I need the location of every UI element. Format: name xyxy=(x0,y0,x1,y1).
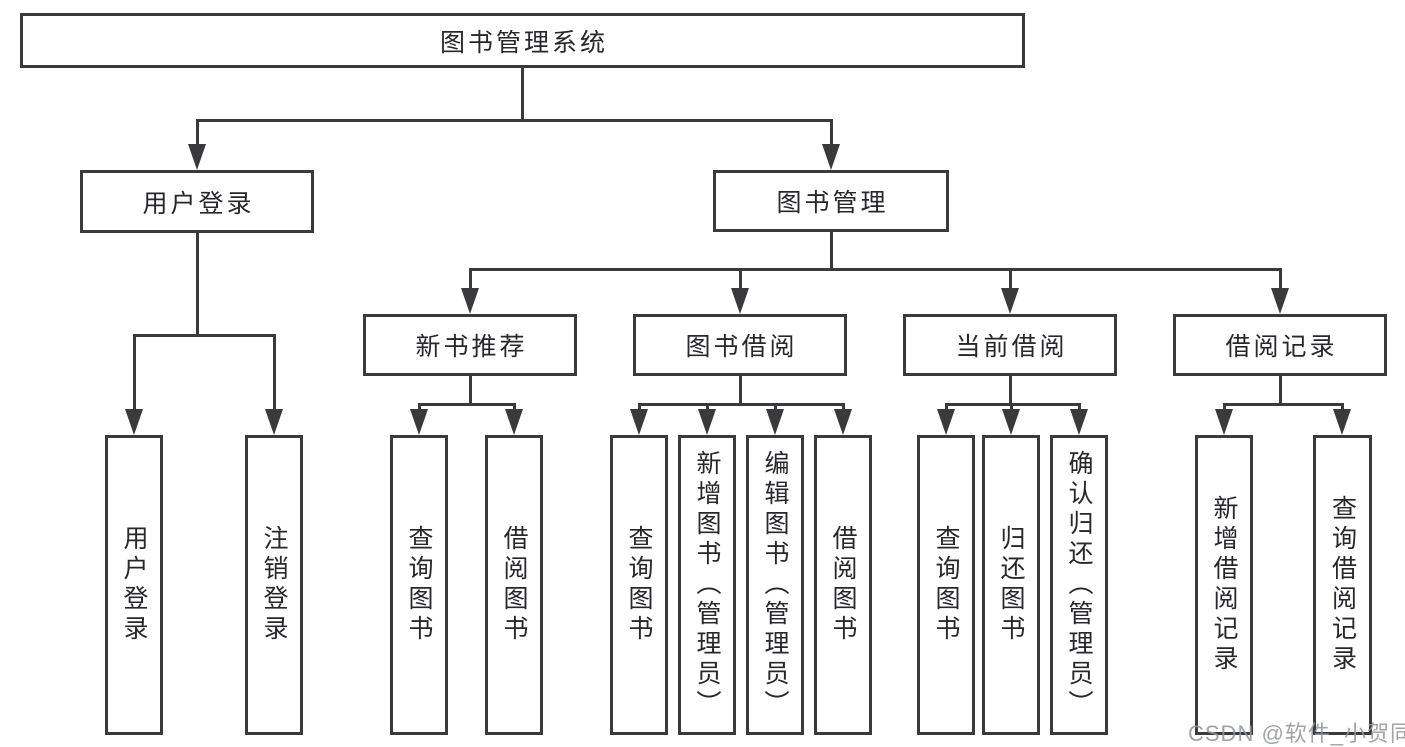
connector-line xyxy=(196,119,833,122)
arrow-down-icon xyxy=(505,409,523,435)
node-new-book-recommend: 新书推荐 xyxy=(363,314,577,376)
connector-line xyxy=(418,403,516,406)
leaf-borrow-books-1: 借阅图书 xyxy=(485,435,543,735)
connector-line xyxy=(1223,403,1344,406)
arrow-down-icon xyxy=(188,144,206,170)
connector-line xyxy=(513,403,516,412)
node-current-borrowing: 当前借阅 xyxy=(903,314,1117,376)
connector-line xyxy=(1223,403,1226,412)
node-user-login-branch: 用户登录 xyxy=(80,170,314,233)
arrow-down-icon xyxy=(1070,409,1088,435)
connector-line xyxy=(945,403,948,412)
arrow-down-icon xyxy=(1271,288,1289,314)
leaf-query-borrow-record: 查询借阅记录 xyxy=(1313,435,1372,735)
leaf-edit-book-admin: 编辑图书（管理员） xyxy=(746,435,804,735)
leaf-confirm-return-admin: 确认归还（管理员） xyxy=(1050,435,1108,735)
connector-line xyxy=(133,334,276,337)
connector-line xyxy=(1010,403,1013,412)
leaf-borrow-books-2: 借阅图书 xyxy=(814,435,872,735)
connector-line xyxy=(1279,374,1282,405)
arrow-down-icon xyxy=(630,409,648,435)
arrow-down-icon xyxy=(1002,409,1020,435)
leaf-query-books-2: 查询图书 xyxy=(610,435,668,735)
arrow-down-icon xyxy=(125,409,143,435)
arrow-down-icon xyxy=(265,409,283,435)
connector-line xyxy=(469,374,472,405)
connector-line xyxy=(842,403,845,412)
leaf-user-login: 用户登录 xyxy=(105,435,163,735)
arrow-down-icon xyxy=(1333,409,1351,435)
arrow-down-icon xyxy=(1215,409,1233,435)
connector-line xyxy=(1341,403,1344,412)
connector-line xyxy=(1078,403,1081,412)
arrow-down-icon xyxy=(937,409,955,435)
arrow-down-icon xyxy=(766,409,784,435)
node-book-management: 图书管理 xyxy=(713,170,949,232)
arrow-down-icon xyxy=(410,409,428,435)
node-book-borrowing: 图书借阅 xyxy=(633,314,847,376)
leaf-logout: 注销登录 xyxy=(245,435,303,735)
connector-line xyxy=(774,403,777,412)
connector-line xyxy=(638,403,641,412)
connector-line xyxy=(830,119,833,147)
arrow-down-icon xyxy=(1001,288,1019,314)
connector-line xyxy=(1279,268,1282,292)
arrow-down-icon xyxy=(834,409,852,435)
leaf-add-borrow-record: 新增借阅记录 xyxy=(1195,435,1253,735)
connector-line xyxy=(706,403,709,412)
connector-line xyxy=(196,119,199,147)
connector-line xyxy=(196,231,199,336)
connector-line xyxy=(273,334,276,412)
connector-line xyxy=(739,268,742,292)
connector-line xyxy=(469,268,1282,271)
connector-line xyxy=(1009,268,1012,292)
connector-line xyxy=(830,230,833,270)
connector-line xyxy=(638,403,845,406)
csdn-watermark: CSDN @软件_小贺同学 xyxy=(1188,721,1405,746)
arrow-down-icon xyxy=(731,288,749,314)
connector-line xyxy=(945,403,1081,406)
arrow-down-icon xyxy=(698,409,716,435)
leaf-return-books: 归还图书 xyxy=(982,435,1040,735)
arrow-down-icon xyxy=(822,144,840,170)
connector-line xyxy=(418,403,421,412)
connector-line xyxy=(1009,374,1012,405)
connector-line xyxy=(133,334,136,412)
arrow-down-icon xyxy=(461,288,479,314)
node-borrow-records: 借阅记录 xyxy=(1173,314,1387,376)
connector-line xyxy=(469,268,472,292)
connector-line xyxy=(739,374,742,405)
node-root: 图书管理系统 xyxy=(20,13,1025,68)
leaf-query-books-1: 查询图书 xyxy=(390,435,448,735)
leaf-add-book-admin: 新增图书（管理员） xyxy=(678,435,736,735)
connector-line xyxy=(521,66,524,121)
leaf-query-books-3: 查询图书 xyxy=(917,435,975,735)
